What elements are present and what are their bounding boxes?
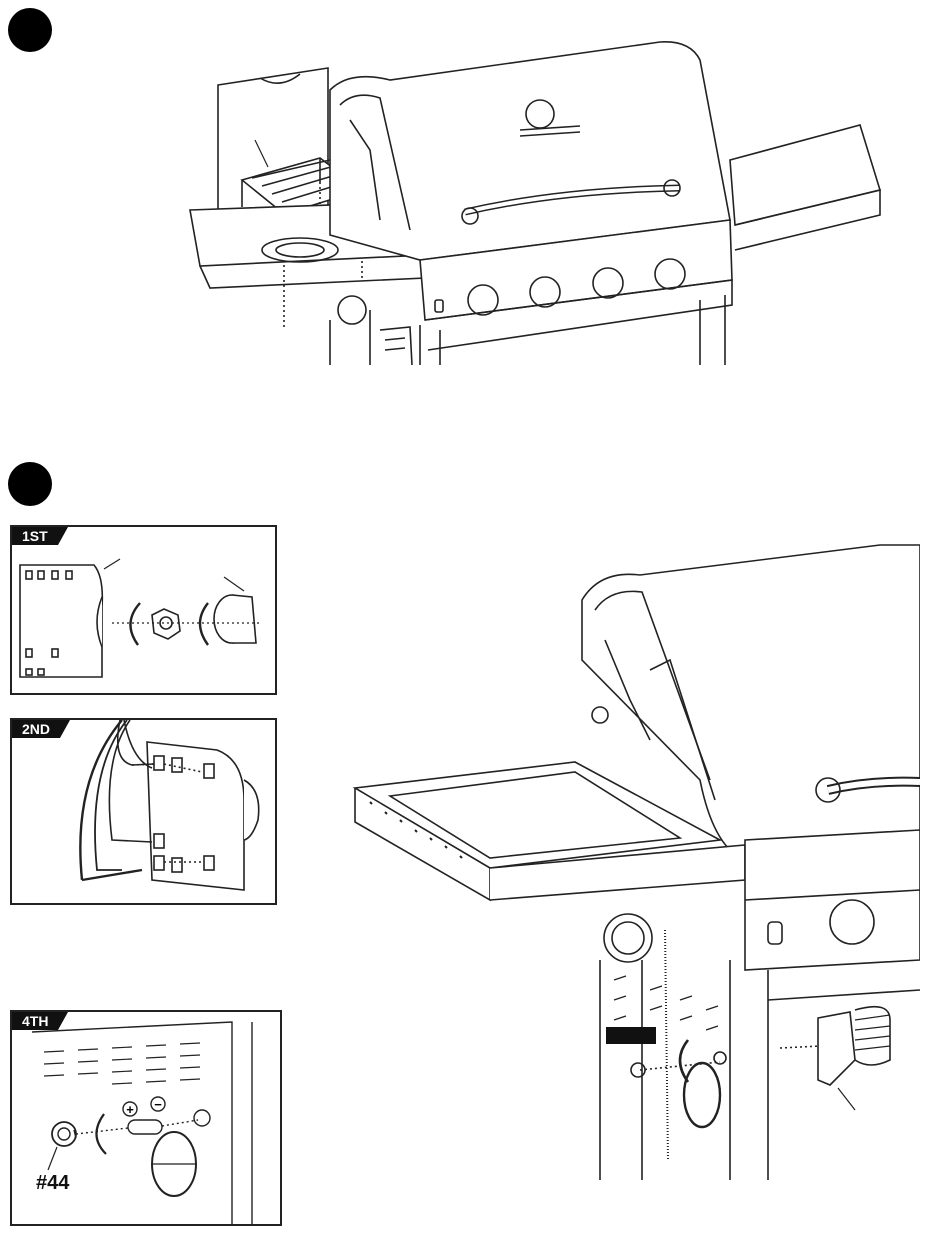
redacted-label-box: [606, 1027, 656, 1044]
minus-sign-icon: −: [154, 1097, 162, 1112]
battery-icon: [128, 1120, 162, 1134]
grill-figure-top: [180, 30, 900, 365]
plus-sign-icon: +: [126, 1102, 134, 1117]
part-number-label: #44: [36, 1172, 69, 1195]
step-panel-second: 2ND: [10, 718, 277, 905]
step-panel-first: 1ST: [10, 525, 277, 695]
rotate-arrow-icon: [130, 603, 140, 645]
step-marker-1: [8, 8, 52, 52]
ignition-module-assembly-diagram: [12, 527, 275, 693]
push-button-icon: [52, 1122, 76, 1146]
grill-figure-bottom: [350, 540, 920, 1180]
wire-connection-diagram: [12, 720, 275, 903]
ignition-module-icon: [818, 1012, 855, 1085]
step-marker-2: [8, 462, 52, 506]
rotate-arrow-icon: [96, 1114, 106, 1154]
